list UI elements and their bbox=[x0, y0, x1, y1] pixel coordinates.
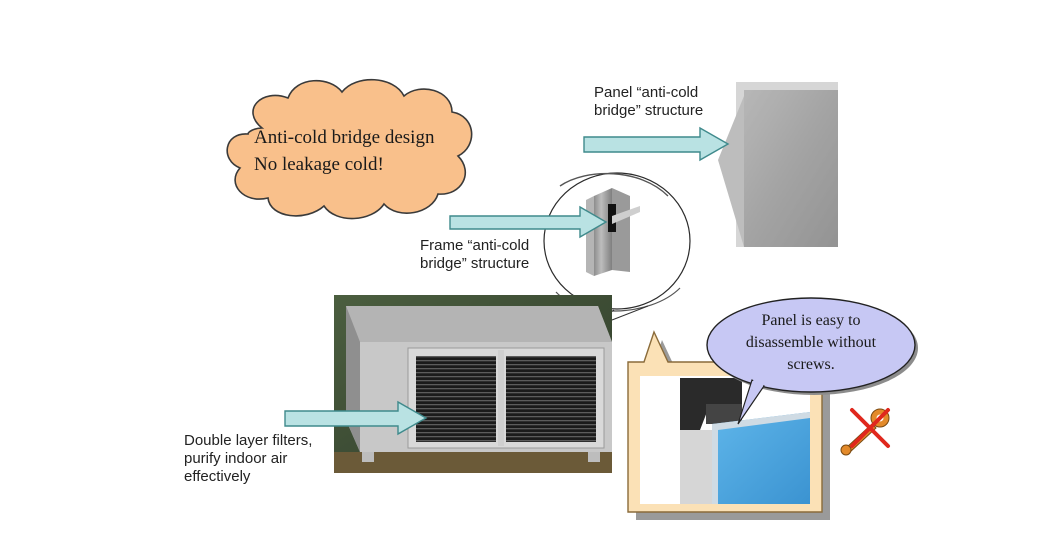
speech-bubble bbox=[706, 297, 918, 425]
panel-photo bbox=[718, 82, 838, 247]
bubble-line-1: Panel is easy to bbox=[761, 312, 861, 329]
panel-label-line-1: Panel “anti-cold bbox=[594, 84, 699, 101]
no-wrench-icon bbox=[840, 408, 890, 456]
frame-label-line-1: Frame “anti-cold bbox=[420, 237, 530, 254]
filter-label: Double layer filters, purify indoor air … bbox=[184, 432, 344, 486]
arrow-to-frame bbox=[449, 205, 608, 239]
frame-label-line-2: bridge” structure bbox=[420, 255, 530, 272]
arrow-to-filters bbox=[284, 400, 428, 436]
cloud-line-2: No leakage cold! bbox=[254, 154, 384, 175]
cloud-line-1: Anti-cold bridge design bbox=[254, 127, 435, 148]
filter-label-line-1: Double layer filters, bbox=[184, 432, 313, 449]
cloud-text: Anti-cold bridge design No leakage cold! bbox=[254, 124, 484, 178]
cloud-shape bbox=[226, 78, 473, 220]
arrow-to-panel bbox=[583, 126, 730, 162]
panel-label-line-2: bridge” structure bbox=[594, 102, 704, 119]
unit-photo bbox=[334, 295, 612, 473]
bubble-line-2: disassemble without bbox=[745, 334, 877, 351]
bubble-line-3: screws. bbox=[787, 356, 835, 373]
filter-label-line-2: purify indoor air bbox=[184, 450, 288, 467]
filter-label-line-3: effectively bbox=[184, 468, 251, 485]
bubble-text: Panel is easy to disassemble without scr… bbox=[716, 310, 906, 376]
frame-label: Frame “anti-cold bridge” structure bbox=[420, 237, 570, 273]
panel-label: Panel “anti-cold bridge” structure bbox=[594, 84, 744, 120]
